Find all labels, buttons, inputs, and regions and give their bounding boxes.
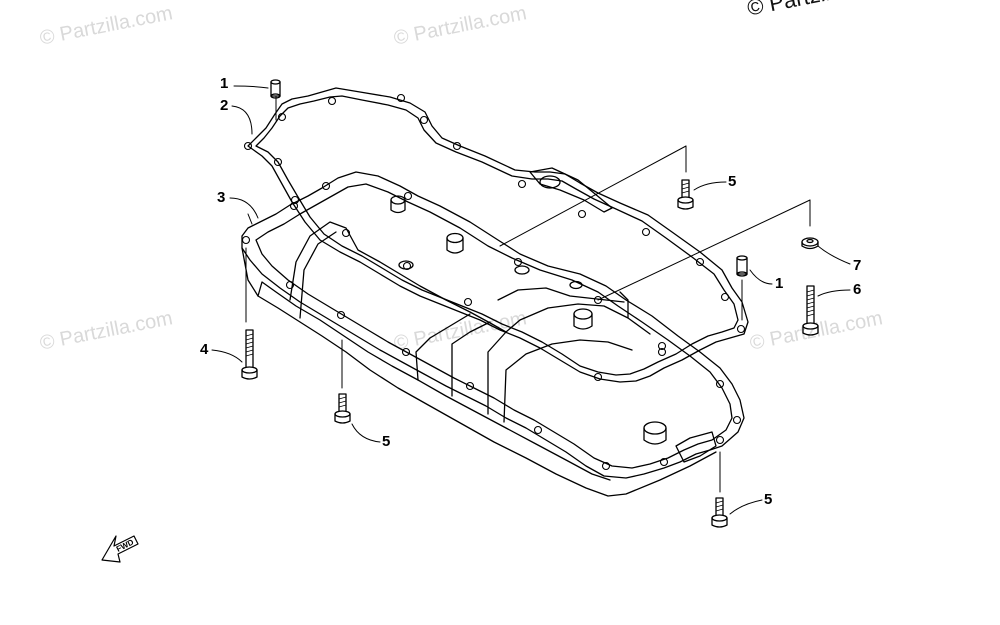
callout-2-gasket: 2 <box>220 97 229 114</box>
callout-7-washer: 7 <box>853 257 862 274</box>
dowel-pin-top <box>270 79 281 99</box>
bolt-part-5-mid <box>334 393 351 424</box>
callout-5-bolt-bottom: 5 <box>764 491 773 508</box>
dowel-pin-right <box>736 255 748 277</box>
leader-lines <box>245 95 811 493</box>
callout-leaders <box>211 85 851 515</box>
long-bolt <box>802 285 819 336</box>
callout-3-oil-pan: 3 <box>217 189 226 206</box>
washer <box>801 237 819 250</box>
bolt-part-5-bottom <box>711 497 728 528</box>
callout-6-long-bolt: 6 <box>853 281 862 298</box>
callout-1-dowel-pin: 1 <box>220 75 229 92</box>
oil-pan-gasket <box>243 87 749 383</box>
callout-1-dowel-pin-right: 1 <box>775 275 784 292</box>
fwd-arrow-icon <box>101 535 139 563</box>
bolt-part-4 <box>241 329 258 380</box>
callout-4-bolt: 4 <box>200 341 209 358</box>
callout-5-bolt-top: 5 <box>728 173 737 190</box>
callout-5-bolt-mid: 5 <box>382 433 391 450</box>
oil-pan-body <box>241 171 745 497</box>
bolt-part-5-top <box>677 179 694 210</box>
